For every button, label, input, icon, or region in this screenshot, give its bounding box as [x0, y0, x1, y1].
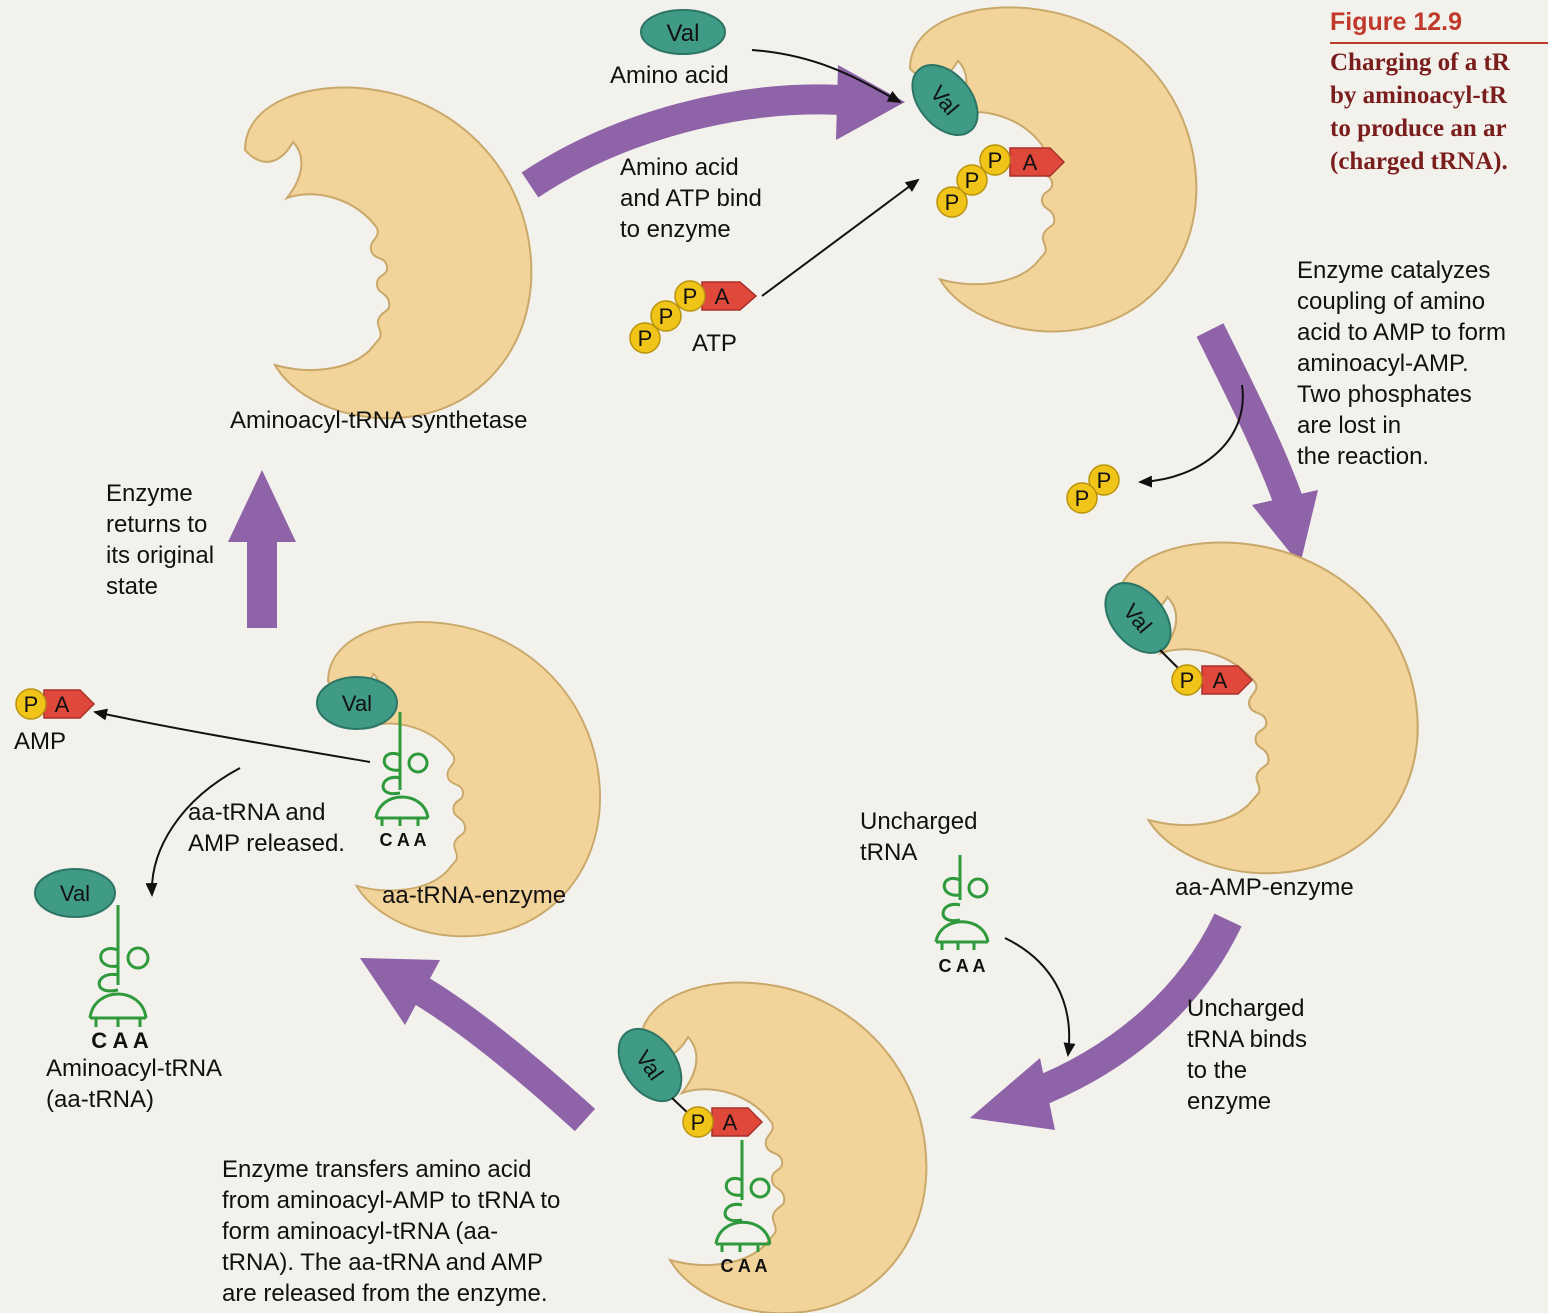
label-amino-acid: Amino acid [610, 60, 729, 91]
label-aa-trna: Aminoacyl-tRNA (aa-tRNA) [46, 1053, 222, 1115]
codon-transfer: C A A [721, 1256, 768, 1276]
codon-aa-trna-free: C A A [91, 1028, 149, 1053]
valine-free: Val [641, 10, 725, 54]
trna-uncharged [936, 855, 988, 950]
svg-text:P: P [1180, 668, 1195, 693]
arrow-atp-in [762, 180, 918, 296]
svg-text:A: A [715, 284, 730, 309]
codon-aa-trna-bound: C A A [380, 830, 427, 850]
amp-in-aa-amp: A P [1172, 665, 1252, 695]
label-uncharged-trna: Uncharged tRNA [860, 806, 977, 868]
svg-text:P: P [638, 326, 653, 351]
label-aa-amp-enzyme: aa-AMP-enzyme [1175, 872, 1354, 903]
arrow-pp-out [1140, 385, 1243, 482]
svg-text:P: P [1097, 468, 1112, 493]
svg-text:P: P [691, 1110, 706, 1135]
label-amp: AMP [14, 726, 66, 757]
label-atp: ATP [692, 328, 737, 359]
svg-text:P: P [988, 148, 1003, 173]
trna-aa-trna-free [90, 905, 148, 1027]
valine-aa-trna-bound: Val [317, 677, 397, 729]
svg-text:P: P [1075, 486, 1090, 511]
pyrophosphate: P P [1067, 465, 1119, 513]
label-return-step: Enzyme returns to its original state [106, 478, 214, 602]
label-synthetase: Aminoacyl-tRNA synthetase [230, 405, 527, 436]
cycle-arrow-left [228, 470, 296, 628]
label-trna-binds-step: Uncharged tRNA binds to the enzyme [1187, 993, 1307, 1117]
valine-aa-trna-free: Val [35, 869, 115, 917]
svg-text:Val: Val [342, 691, 372, 716]
amp-in-transfer: A P [683, 1107, 762, 1137]
figure-number: Figure 12.9 [1330, 8, 1462, 37]
svg-text:P: P [965, 168, 980, 193]
svg-text:Val: Val [667, 20, 700, 47]
svg-text:A: A [1213, 668, 1228, 693]
figure-rule [1330, 42, 1548, 44]
enzyme-trna-bound [640, 983, 926, 1313]
svg-text:A: A [1023, 150, 1038, 175]
enzyme-free [245, 88, 531, 419]
amp-released: A P [16, 689, 94, 719]
label-bind-step: Amino acid and ATP bind to enzyme [620, 152, 762, 245]
label-transfer-step: Enzyme transfers amino acid from aminoac… [222, 1154, 560, 1309]
svg-text:A: A [55, 692, 70, 717]
trna-in-enzyme [716, 1140, 770, 1252]
label-aa-trna-enzyme: aa-tRNA-enzyme [382, 880, 566, 911]
svg-text:P: P [24, 692, 39, 717]
arrow-trna-in [1005, 938, 1069, 1055]
enzyme-aa-amp [1117, 543, 1418, 874]
label-coupling-step: Enzyme catalyzes coupling of amino acid … [1297, 255, 1506, 472]
svg-text:P: P [659, 304, 674, 329]
figure-caption: Charging of a tR by aminoacyl-tR to prod… [1330, 46, 1510, 178]
svg-text:P: P [683, 284, 698, 309]
svg-text:A: A [723, 1110, 738, 1135]
cycle-arrow-bottom-left [360, 958, 585, 1120]
label-release-step: aa-tRNA and AMP released. [188, 797, 345, 859]
svg-text:P: P [945, 190, 960, 215]
svg-text:Val: Val [60, 881, 90, 906]
codon-uncharged: C A A [939, 956, 986, 976]
